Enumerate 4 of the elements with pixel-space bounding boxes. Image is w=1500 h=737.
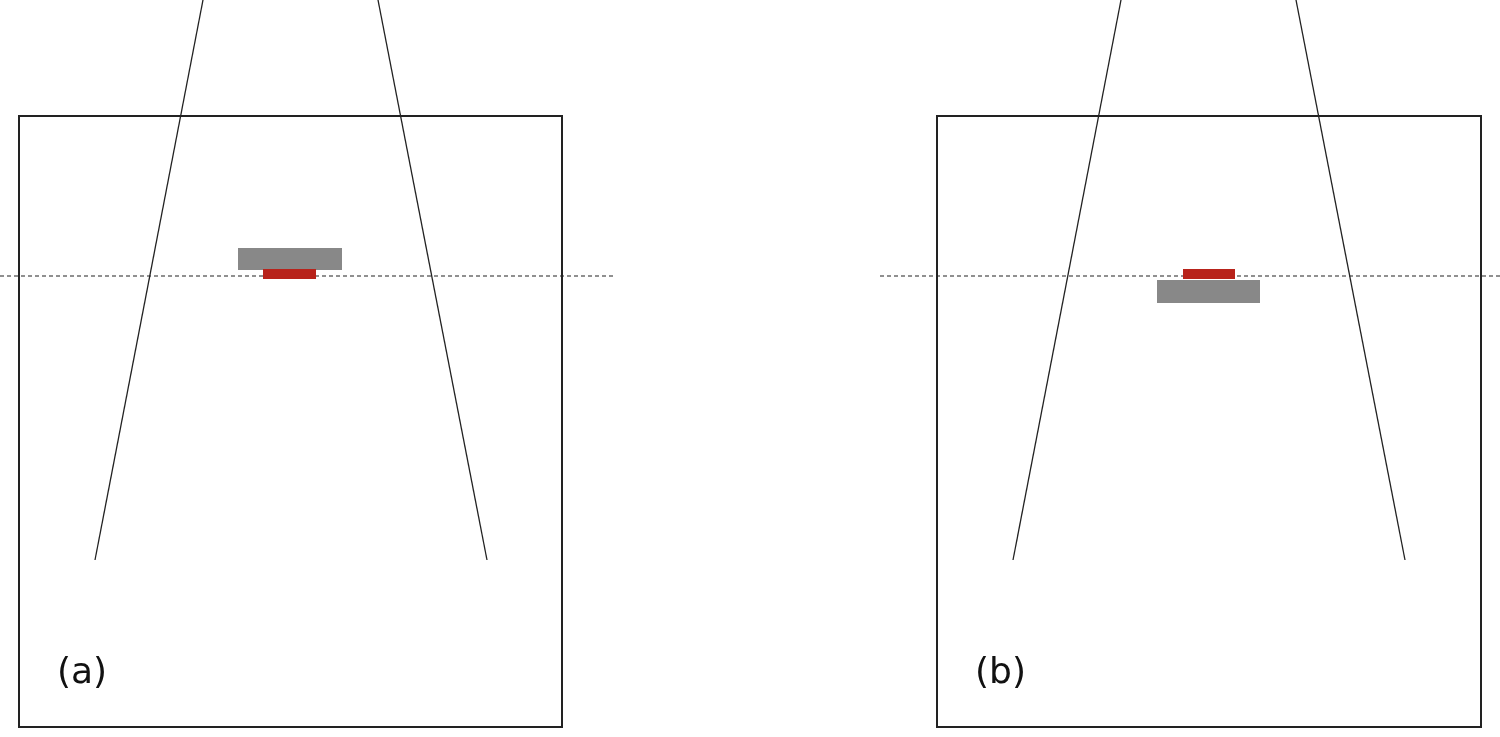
panel-frame xyxy=(936,115,1482,728)
panel-label: (a) xyxy=(57,653,108,689)
panel-label: (b) xyxy=(975,653,1026,689)
panel-frame xyxy=(18,115,563,728)
